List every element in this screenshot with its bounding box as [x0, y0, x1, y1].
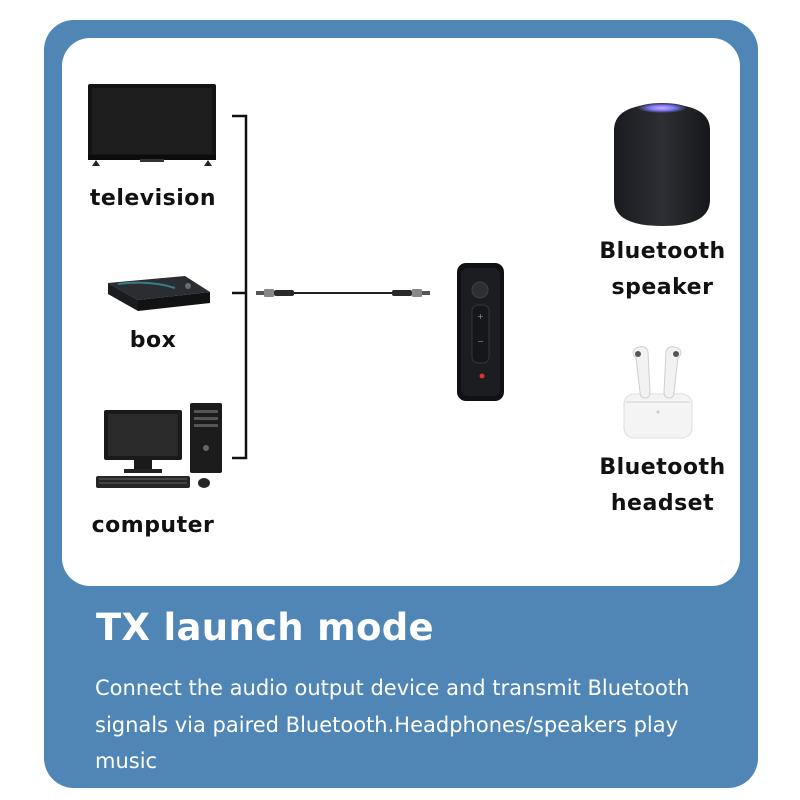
bluetooth-speaker-icon	[614, 103, 710, 226]
mode-title: TX launch mode	[96, 606, 434, 649]
headset-label: Bluetooth headset	[590, 450, 735, 522]
headset-label-line1: Bluetooth	[599, 455, 726, 480]
bluetooth-transmitter-icon: + −	[457, 263, 504, 401]
source-label-box: box	[129, 328, 177, 353]
headset-label-line2: headset	[610, 491, 715, 516]
mode-description-line3: music	[95, 749, 158, 773]
speaker-label-line1: Bluetooth	[599, 239, 726, 264]
mode-description: Connect the audio output device and tran…	[95, 670, 735, 780]
television-icon	[88, 84, 216, 166]
mode-description-line2: signals via paired Bluetooth.Headphones/…	[95, 712, 679, 737]
source-label-computer: computer	[91, 513, 215, 538]
source-label-television: television	[89, 186, 217, 211]
desktop-computer-icon	[96, 403, 222, 488]
set-top-box-icon	[108, 276, 210, 311]
speaker-label-line2: speaker	[611, 275, 714, 300]
connection-bracket	[232, 114, 248, 460]
speaker-label: Bluetooth speaker	[590, 234, 735, 306]
svg-text:+: +	[477, 312, 484, 321]
bluetooth-headset-icon	[623, 346, 693, 439]
svg-text:−: −	[477, 337, 484, 346]
mode-description-line1: Connect the audio output device and tran…	[95, 676, 690, 700]
aux-cable-icon	[256, 289, 430, 297]
